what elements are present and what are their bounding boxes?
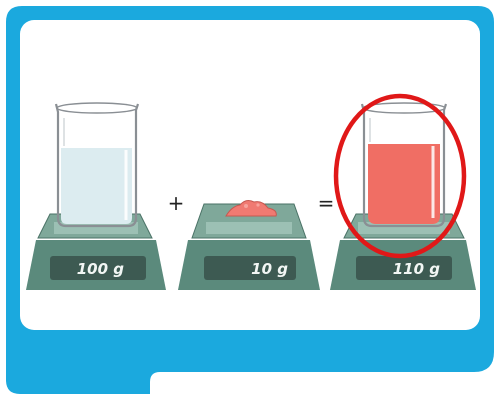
scale-salt: 10 g [178, 200, 320, 290]
salt-pile [225, 200, 277, 217]
scale-reading: 100 g [77, 260, 125, 278]
highlight-ring [333, 93, 467, 259]
plus-sign: + [168, 191, 185, 215]
scale-water: 100 g [26, 102, 166, 290]
scale-reading: 10 g [251, 260, 288, 278]
scale-display [50, 256, 146, 280]
equals-sign: = [318, 191, 335, 215]
scale-display [356, 256, 452, 280]
scale-solution: 110 g [330, 102, 476, 290]
scale-reading: 110 g [393, 260, 441, 278]
scale-display [204, 256, 296, 280]
solution-liquid [368, 144, 440, 224]
beaker [360, 103, 448, 228]
beaker [54, 103, 140, 228]
water-liquid [61, 148, 132, 224]
